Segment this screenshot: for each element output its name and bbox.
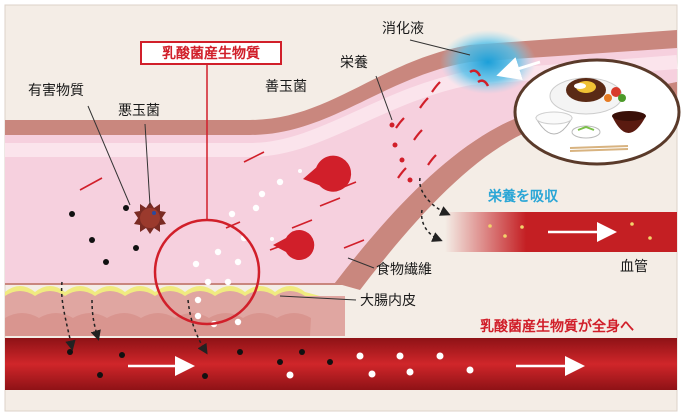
intestine-lumen-highlight (5, 55, 678, 157)
good-bacteria (270, 155, 352, 260)
leader-lines (87, 39, 471, 301)
lactic-product-title: 乳酸菌産生物質 (140, 41, 282, 65)
digestive-juice-label: 消化液 (382, 21, 424, 37)
intestinal-lining-label: 大腸内皮 (360, 293, 416, 309)
good-bacteria-label: 善玉菌 (265, 79, 307, 95)
harmful-substance-label: 有害物質 (28, 83, 84, 99)
juice-drop (469, 69, 482, 77)
blood-vessel-label: 血管 (620, 259, 648, 275)
spread-body-label: 乳酸菌産生物質が全身へ (480, 319, 634, 335)
digestive-juice-arrow (496, 57, 541, 81)
blood-vessel-main (5, 338, 677, 390)
nutrients-label: 栄養 (340, 55, 368, 71)
villi-lower (5, 313, 311, 336)
absorbed-nutrients (488, 222, 652, 240)
nutrient-streaks (395, 81, 441, 179)
juice-drop (477, 79, 490, 87)
bad-bacteria (134, 202, 166, 234)
dashed-arrows (60, 177, 451, 355)
bad-bacteria-label: 悪玉菌 (118, 103, 160, 119)
vessel-white-dots (286, 352, 474, 379)
lactic-product-dots (192, 178, 284, 328)
meal-illustration (513, 58, 681, 166)
absorb-nutrients-label: 栄養を吸収 (488, 189, 558, 205)
nutrient-dots (389, 122, 413, 183)
dietary-fiber-label: 食物繊維 (376, 262, 432, 278)
harmful-substance-dots (69, 205, 139, 265)
